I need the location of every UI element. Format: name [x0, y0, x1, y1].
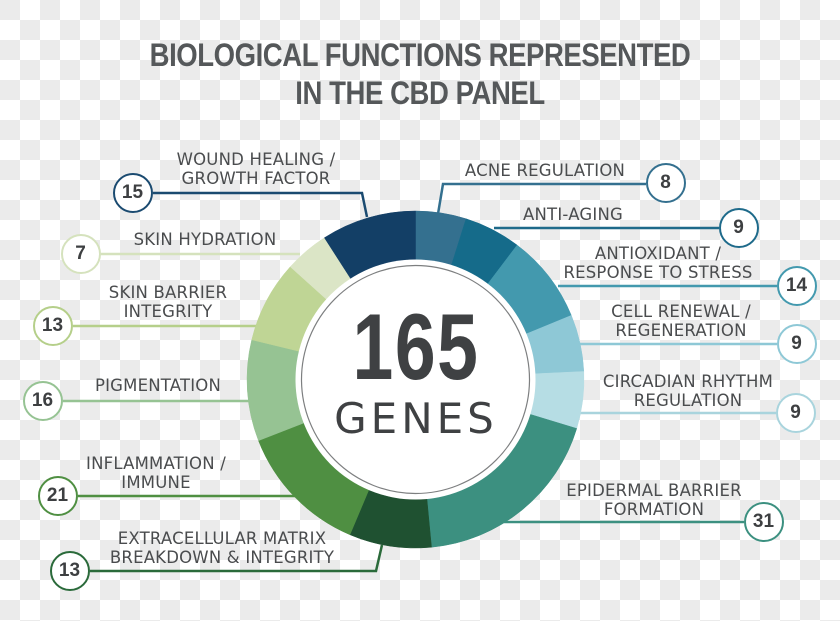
label-line: SKIN BARRIER — [108, 283, 228, 302]
count-badge-anti-aging: 9 — [718, 207, 759, 248]
center-disc — [295, 259, 536, 500]
count-value: 7 — [75, 242, 86, 264]
label-line: INFLAMMATION / — [86, 454, 226, 473]
count-badge-skin-barrier: 13 — [32, 305, 73, 346]
label-wound-healing: WOUND HEALING /GROWTH FACTOR — [177, 150, 336, 188]
label-antioxidant: ANTIOXIDANT /RESPONSE TO STRESS — [563, 244, 752, 282]
label-line: CELL RENEWAL / — [611, 302, 751, 321]
count-badge-antioxidant: 14 — [776, 265, 817, 306]
label-line: PIGMENTATION — [94, 376, 222, 395]
label-line: ANTI-AGING — [523, 205, 623, 224]
count-value: 15 — [121, 181, 144, 203]
label-line: INTEGRITY — [123, 302, 213, 321]
connector-lines — [63, 182, 777, 573]
count-badge-wound-healing: 15 — [112, 172, 153, 213]
connector-extracellular-matrix — [90, 544, 384, 573]
label-line: ACNE REGULATION — [464, 161, 626, 180]
count-badge-inflammation-immune: 21 — [37, 475, 78, 516]
label-line: RESPONSE TO STRESS — [563, 263, 753, 282]
label-line: EPIDERMAL BARRIER — [566, 481, 742, 500]
count-badge-circadian-rhythm: 9 — [775, 392, 816, 433]
label-anti-aging: ANTI-AGING — [523, 205, 623, 224]
label-line: GROWTH FACTOR — [181, 169, 331, 188]
chart-title-line-1: BIOLOGICAL FUNCTIONS REPRESENTED — [149, 37, 691, 73]
label-line: REGULATION — [633, 391, 743, 410]
count-value: 9 — [791, 332, 802, 354]
label-line: ANTIOXIDANT / — [594, 244, 722, 263]
count-value: 9 — [733, 216, 744, 238]
chart-title: BIOLOGICAL FUNCTIONS REPRESENTED IN THE … — [59, 36, 781, 112]
count-badge-pigmentation: 16 — [22, 380, 63, 421]
label-pigmentation: PIGMENTATION — [95, 376, 221, 395]
count-value: 31 — [752, 510, 775, 532]
label-line: BREAKDOWN & INTEGRITY — [109, 548, 335, 567]
count-value: 13 — [58, 559, 81, 581]
count-value: 21 — [46, 484, 69, 506]
chart-title-line-2: IN THE CBD PANEL — [295, 75, 545, 111]
label-line: WOUND HEALING / — [176, 150, 336, 169]
center-ring-outline — [300, 264, 531, 495]
total-genes-unit: GENES — [334, 394, 498, 443]
count-value: 13 — [41, 314, 64, 336]
label-skin-hydration: SKIN HYDRATION — [134, 230, 277, 249]
label-line: REGENERATION — [615, 321, 747, 340]
label-line: EXTRACELLULAR MATRIX — [117, 529, 327, 548]
total-genes-count: 165 — [352, 294, 480, 399]
connector-acne-regulation — [436, 182, 646, 215]
count-badge-epidermal-barrier: 31 — [743, 501, 784, 542]
count-badge-cell-renewal: 9 — [776, 323, 817, 364]
label-acne-regulation: ACNE REGULATION — [465, 161, 625, 180]
count-value: 9 — [790, 401, 801, 423]
count-value: 14 — [785, 274, 808, 296]
label-line: FORMATION — [603, 500, 705, 519]
count-value: 8 — [660, 171, 671, 193]
slice-pigmentation — [246, 339, 304, 441]
label-line: SKIN HYDRATION — [133, 230, 277, 249]
label-inflammation-immune: INFLAMMATION /IMMUNE — [86, 454, 226, 492]
count-value: 16 — [31, 389, 54, 411]
label-cell-renewal: CELL RENEWAL /REGENERATION — [611, 302, 751, 340]
label-line: IMMUNE — [121, 473, 191, 492]
count-badge-acne-regulation: 8 — [645, 162, 686, 203]
label-line: CIRCADIAN RHYTHM — [602, 372, 774, 391]
connector-wound-healing — [153, 191, 369, 218]
count-badge-skin-hydration: 7 — [60, 233, 101, 274]
count-badge-extracellular-matrix: 13 — [49, 550, 90, 591]
